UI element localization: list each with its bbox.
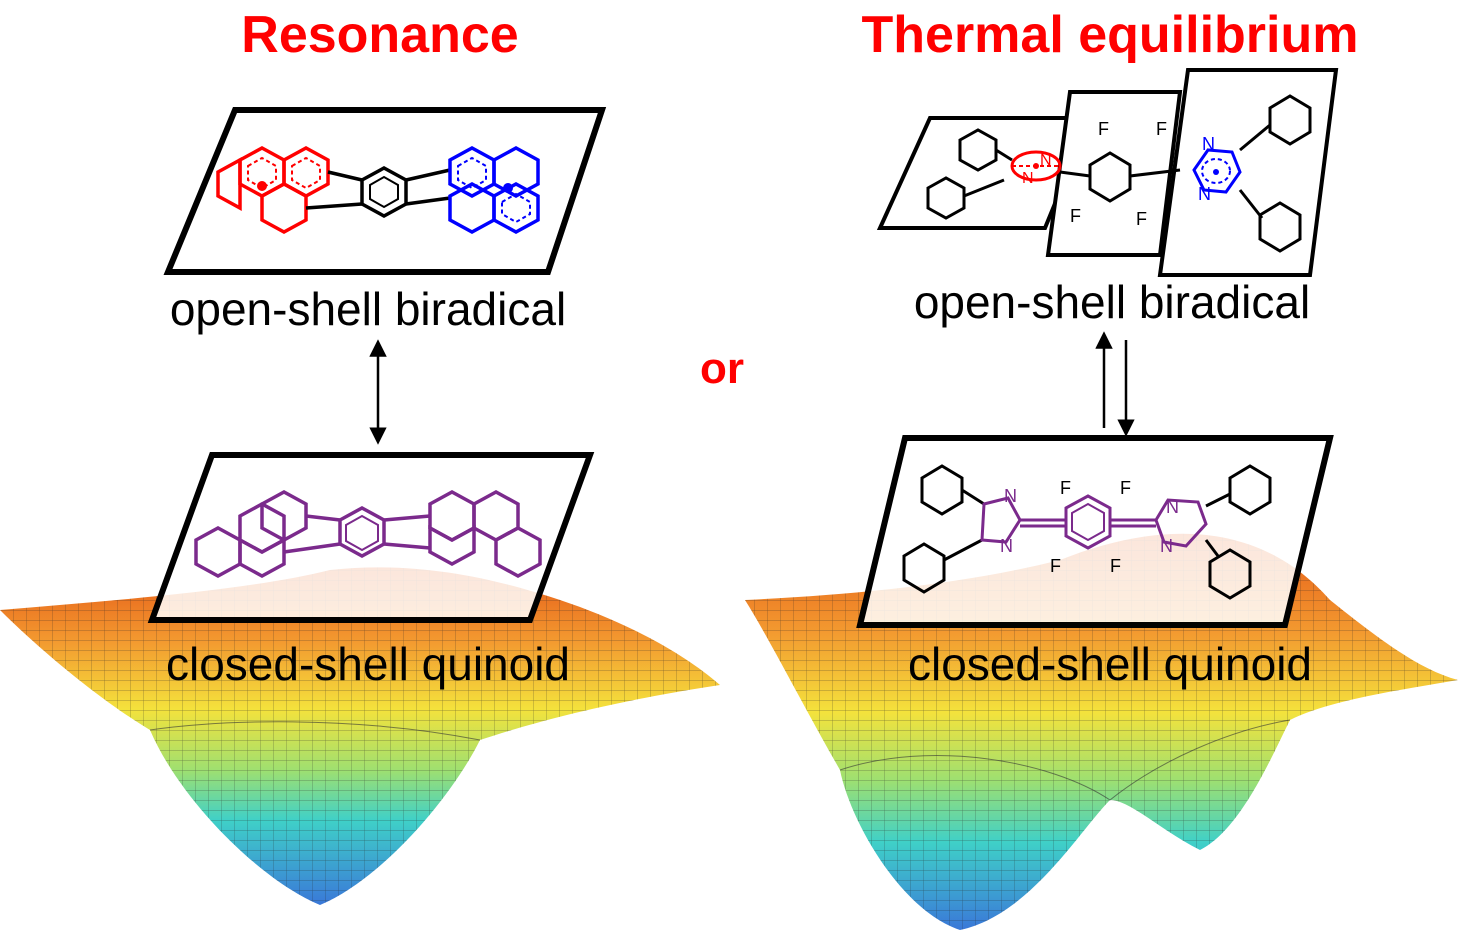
right-top-label: open-shell biradical [914,276,1310,328]
atom-n: N [1202,134,1215,154]
atom-f: F [1070,206,1081,226]
atom-f: F [1120,478,1131,498]
atom-f: F [1060,478,1071,498]
left-title: Resonance [241,6,518,64]
atom-n: N [1040,152,1052,169]
atom-n: N [1022,170,1034,187]
left-biradical-plane [163,107,607,275]
right-energy-surface [745,533,1458,930]
equilibrium-arrows-icon [1095,331,1135,437]
atom-n: N [1160,536,1173,556]
atom-n: N [1000,536,1013,556]
atom-f: F [1110,556,1121,576]
atom-f: F [1050,556,1061,576]
or-connector: or [700,344,744,393]
left-bottom-label: closed-shell quinoid [166,638,570,690]
right-quinoid-molecule [902,464,1272,600]
atom-f: F [1098,119,1109,139]
right-biradical-molecule [926,94,1312,253]
right-quinoid-atoms: N N N N F F F F [1000,478,1179,576]
atom-f: F [1156,119,1167,139]
right-quinoid-plane: N N N N F F F F [856,435,1334,628]
right-bottom-label: closed-shell quinoid [908,638,1312,690]
atom-n: N [1198,184,1211,204]
right-biradical-planes: N N N N F F F F [876,68,1339,277]
left-quinoid-molecule [194,490,542,578]
right-title: Thermal equilibrium [862,6,1359,64]
right-biradical-atoms: N N N N F F F F [1022,119,1215,229]
left-biradical-molecule [216,146,540,234]
atom-n: N [1004,486,1017,506]
atom-f: F [1136,209,1147,229]
left-energy-surface [0,567,720,905]
atom-n: N [1166,497,1179,517]
left-quinoid-plane [147,452,595,623]
left-top-label: open-shell biradical [170,283,566,335]
